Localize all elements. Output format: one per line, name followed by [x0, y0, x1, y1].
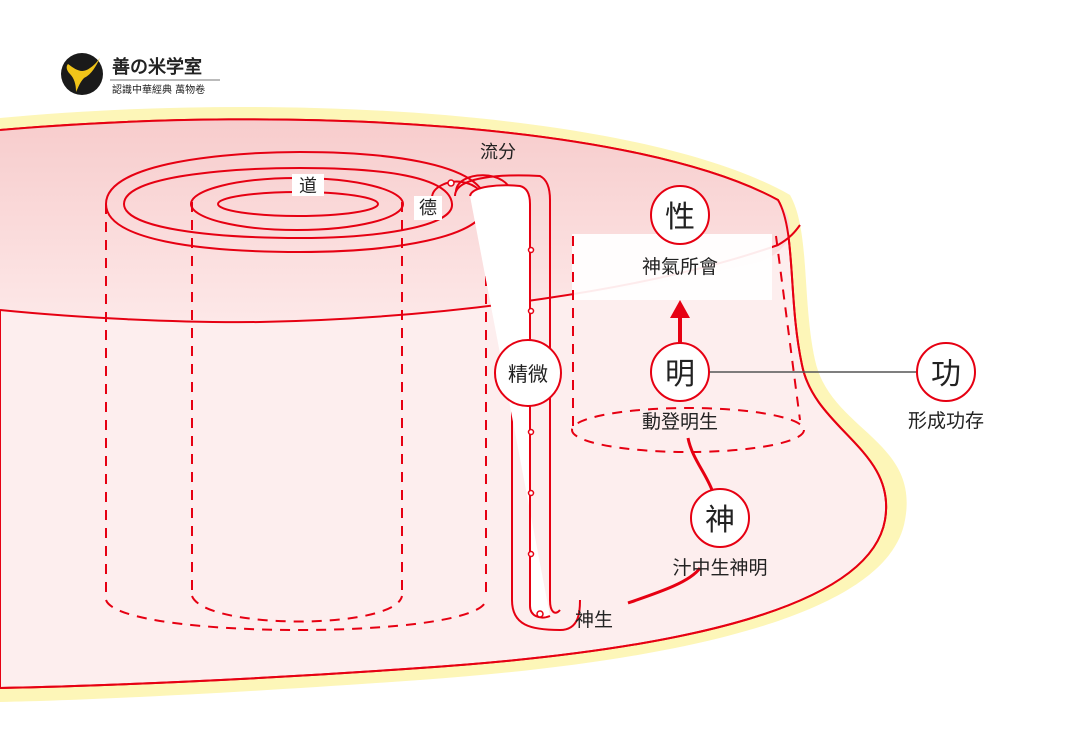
coil-ring-middle [123, 166, 454, 240]
dao-label: 道 [299, 176, 317, 197]
jingwei-node [494, 339, 562, 407]
jingwei-label: 精微 [508, 362, 548, 386]
de-label: 德 [419, 198, 437, 219]
gong-caption: 形成功存 [908, 410, 984, 432]
gong-char: 功 [931, 357, 961, 392]
de-label-box [414, 196, 442, 220]
tube-wall-right [454, 174, 561, 614]
dao-label-box [292, 174, 324, 196]
liufen-label: 流分 [480, 142, 516, 163]
ming-caption: 動登明生 [642, 411, 718, 433]
flow-dots [447, 179, 544, 618]
brand-name: 善の米学室 [112, 56, 202, 78]
shensheng-connector [627, 567, 702, 605]
brand-subtitle: 認識中華經典 萬物卷 [112, 83, 205, 96]
cylinder-window [572, 234, 772, 300]
xing-caption: 神氣所會 [642, 256, 718, 278]
ming-char: 明 [665, 357, 695, 392]
coil-inner-bottom [191, 595, 403, 623]
cylinder-right-wall [775, 235, 801, 421]
bird-icon [66, 58, 100, 92]
cylinder-base-ellipse [571, 407, 805, 453]
xing-node [650, 185, 710, 245]
brand-logo: 善の米学室 認識中華經典 萬物卷 [61, 53, 220, 96]
ming-node [650, 342, 710, 402]
tube-outer [455, 174, 581, 632]
shen-node [690, 488, 750, 548]
shen-ming-connector [686, 437, 714, 491]
ming-xing-arrowhead [670, 300, 690, 318]
gong-node [916, 342, 976, 402]
shen-char: 神 [705, 503, 735, 538]
xing-char: 性 [665, 200, 695, 235]
coil-outer-bottom [105, 599, 487, 631]
shen-caption: 汁中生神明 [672, 557, 767, 579]
container-top-edge [0, 118, 888, 689]
shensheng-label: 神生 [575, 609, 613, 631]
